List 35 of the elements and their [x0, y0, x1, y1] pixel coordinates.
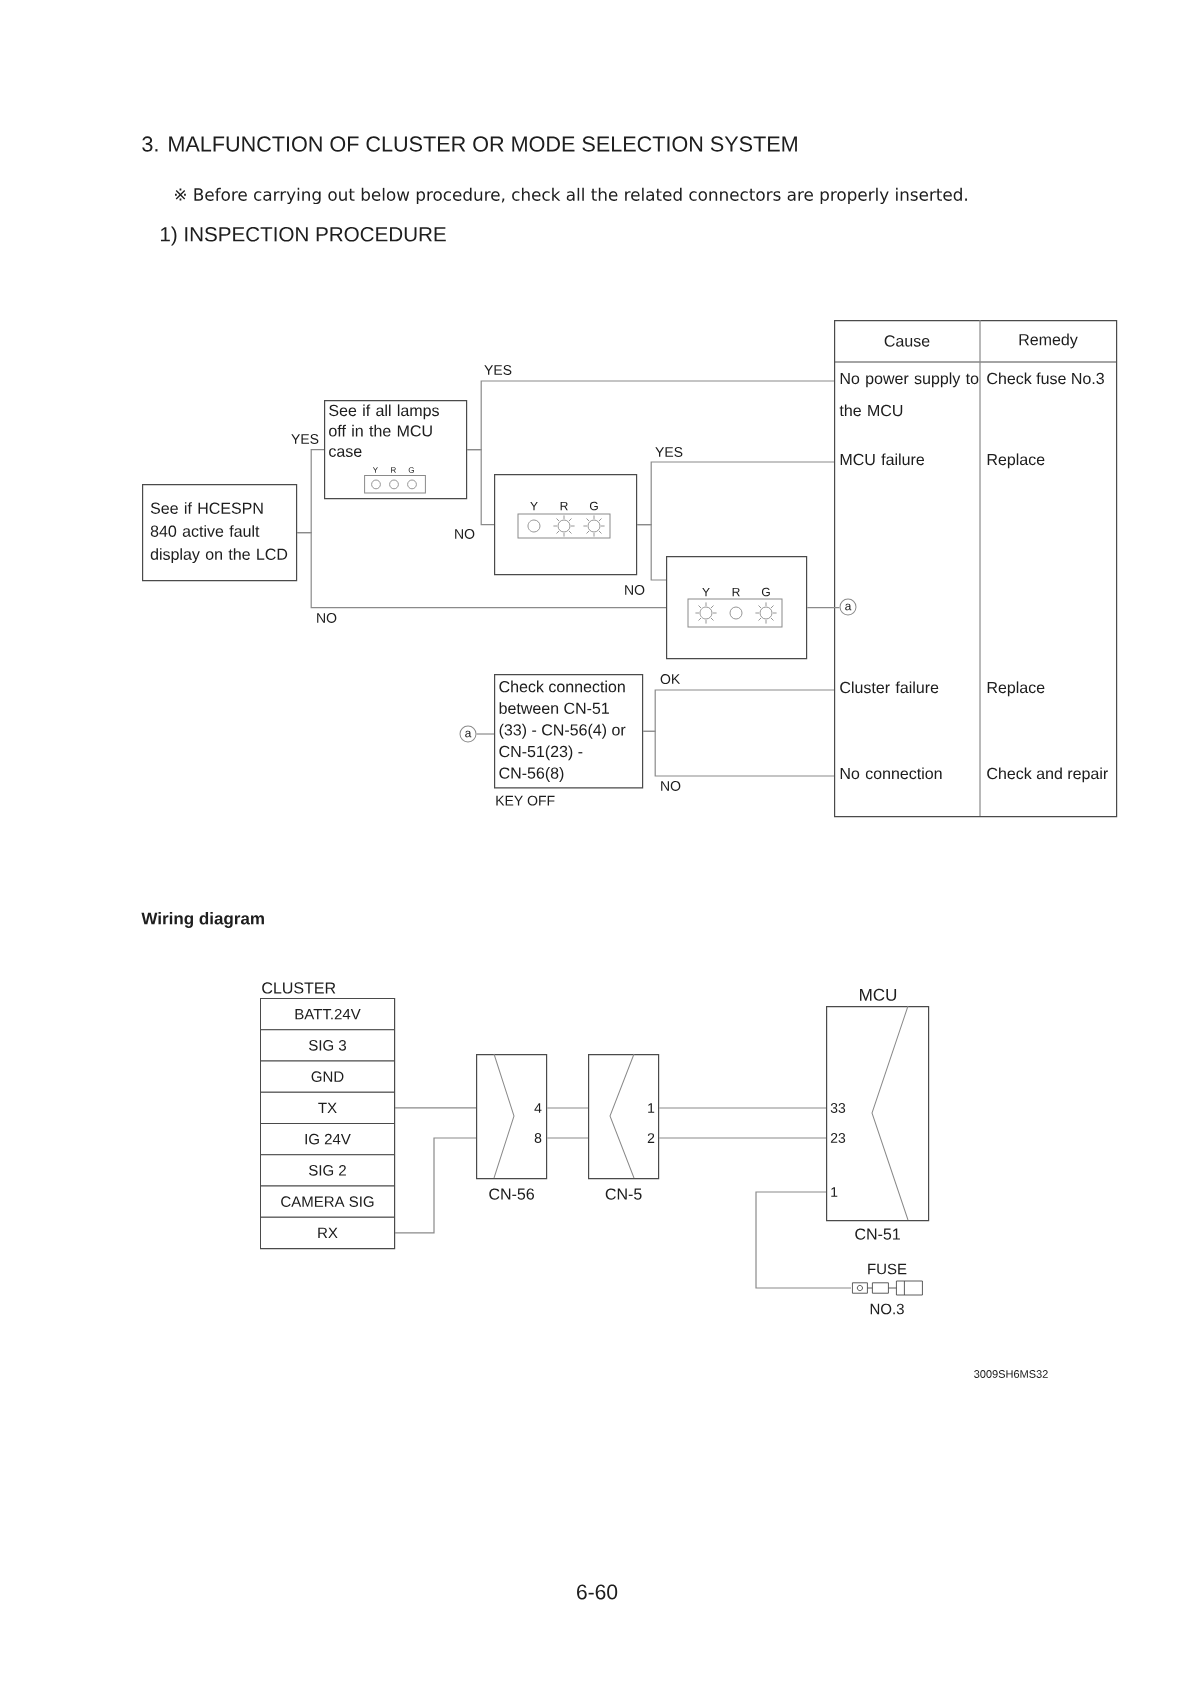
connector-line: [466, 449, 495, 526]
column-header: Cause: [884, 335, 930, 347]
connector-line: [658, 1137, 827, 1139]
remedy-text: Check fuse No.3: [987, 372, 1104, 385]
connector-line: [394, 1137, 477, 1234]
decision-box: See if HCESPN 840 active fault display on the LCD: [142, 484, 298, 582]
component-label: CLUSTER: [262, 982, 336, 994]
remedy-text: Replace: [987, 453, 1045, 469]
connector-line: [806, 607, 841, 609]
connector-line: [546, 1107, 589, 1109]
page-number: 6-60: [577, 1584, 618, 1600]
section-heading: Wiring diagram: [141, 912, 264, 928]
cause-text: No connection: [840, 767, 942, 780]
connector-label: CN-51: [855, 1228, 900, 1240]
section-heading: 1) INSPECTION PROCEDURE: [160, 226, 446, 246]
connector-line: [658, 1107, 827, 1109]
column-header: Remedy: [1019, 333, 1078, 349]
connector-line: [755, 1191, 852, 1289]
cause-text: MCU failure: [840, 453, 924, 466]
connector-label: CN-56: [489, 1188, 534, 1200]
connector-line: [546, 1137, 589, 1139]
remedy-text: Replace: [987, 681, 1045, 697]
connector-line: [636, 524, 667, 581]
note-text: ※ Before carrying out below procedure, check all the related connectors are properly inserted.: [175, 187, 967, 205]
remedy-text: Check and repair: [987, 767, 1108, 783]
cause-text: No power supply to the MCU: [839, 372, 979, 417]
connector-line: [642, 730, 835, 777]
title: 3. MALFUNCTION OF CLUSTER OR MODE SELECTION SYSTEM: [142, 136, 797, 152]
connector-label: CN-5: [605, 1188, 642, 1200]
connector-line: [394, 1107, 477, 1109]
component-label: MCU: [860, 988, 897, 1001]
cause-text: Cluster failure: [840, 681, 939, 694]
connector-line: [475, 733, 495, 735]
connector-line: [296, 532, 667, 609]
process-box: Check connection between CN-51 (33) - CN-56(4) or CN-51(23) - CN-56(8): [494, 674, 644, 789]
